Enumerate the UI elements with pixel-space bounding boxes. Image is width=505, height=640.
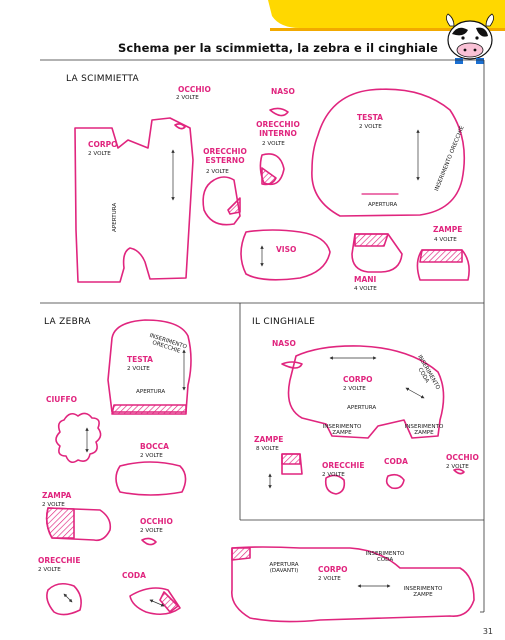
zebra-occhio-label: OCCHIO [140, 517, 173, 526]
zebra-bocca-label: BOCCA [140, 442, 169, 451]
cinghiale-orecchie-count: 2 VOLTE [322, 472, 345, 478]
zebra-zampa-label: ZAMPA [42, 491, 72, 500]
scimmietta-corpo-apertura: APERTURA [112, 202, 118, 232]
zebra-testa-apertura: APERTURA [136, 389, 166, 395]
scimmietta-orecchio-esterno-label-line2: ESTERNO [205, 156, 245, 165]
cinghiale-occhio-label: OCCHIO [446, 453, 479, 462]
scimmietta-viso-outline [240, 229, 331, 281]
cinghiale-naso-label: NASO [272, 339, 296, 348]
cinghiale-occhio-count: 2 VOLTE [446, 464, 469, 470]
page-title: Schema per la scimmietta, la zebra e il … [118, 41, 438, 55]
zebra-corpo-inserimento-coda: INSERIMENTO CODA [365, 551, 405, 564]
scimmietta-orecchio-esterno-outline [202, 176, 241, 226]
scimmietta-orecchio-interno-count: 2 VOLTE [262, 141, 285, 147]
zebra-bocca-outline [115, 461, 187, 496]
scimmietta-zampe-count: 4 VOLTE [434, 237, 457, 243]
scimmietta-testa-apertura: APERTURA [368, 202, 398, 208]
zebra-orecchie-label: ORECCHIE [38, 556, 81, 565]
cinghiale-occhio-outline [453, 468, 465, 475]
scimmietta-orecchio-esterno-count: 2 VOLTE [206, 169, 229, 175]
scimmietta-zampe-label: ZAMPE [433, 225, 463, 234]
zebra-corpo-count: 2 VOLTE [318, 576, 341, 582]
zebra-corpo-label: CORPO [318, 565, 348, 574]
scimmietta-mani-label: MANI [354, 275, 377, 284]
cinghiale-corpo-apertura: APERTURA [347, 405, 377, 411]
zebra-corpo-outline [231, 546, 475, 623]
cinghiale-orecchie-label: ORECCHIE [322, 461, 365, 470]
scimmietta-mani-outline [351, 233, 403, 273]
cinghiale-corpo-count: 2 VOLTE [343, 386, 366, 392]
zebra-testa-label: TESTA [127, 355, 153, 364]
scimmietta-orecchio-interno-label-line2: INTERNO [259, 129, 297, 138]
cinghiale-corpo-inserimento-zampe-2: INSERIMENTO ZAMPE [404, 424, 444, 437]
cinghiale-zampe-count: 8 VOLTE [256, 446, 279, 452]
scimmietta-occhio-outline [174, 123, 186, 130]
scimmietta-naso-outline [269, 107, 289, 117]
zebra-orecchie-count: 2 VOLTE [38, 567, 61, 573]
cinghiale-naso-outline [281, 361, 303, 369]
zebra-coda-label: CODA [122, 571, 146, 580]
zebra-corpo-apertura: APERTURA (DAVANTI) [269, 562, 299, 575]
scimmietta-orecchio-interno-label-line1: ORECCHIO [256, 120, 300, 129]
cinghiale-orecchie-outline [324, 474, 346, 495]
section-dividers [40, 59, 485, 613]
scimmietta-naso-label: NASO [271, 87, 295, 96]
scimmietta-occhio-label: OCCHIO [178, 85, 211, 94]
cinghiale-corpo-label: CORPO [343, 375, 373, 384]
scimmietta-viso-label: VISO [276, 245, 297, 254]
cinghiale-corpo-outline [287, 345, 445, 439]
cinghiale-zampe-label: ZAMPE [254, 435, 284, 444]
zebra-orecchie-outline [46, 582, 82, 616]
scimmietta-testa-outline [311, 88, 466, 217]
section-label-scimmietta: LA SCIMMIETTA [66, 74, 139, 84]
header-banner [268, 0, 505, 31]
zebra-zampa-count: 2 VOLTE [42, 502, 65, 508]
scimmietta-testa-label: TESTA [357, 113, 383, 122]
scimmietta-mani-count: 4 VOLTE [354, 286, 377, 292]
cinghiale-corpo-inserimento-zampe-1: INSERIMENTO ZAMPE [322, 424, 362, 437]
cinghiale-coda-outline [385, 473, 405, 490]
zebra-occhio-outline [141, 537, 157, 546]
zebra-bocca-count: 2 VOLTE [140, 453, 163, 459]
page-number: 31 [482, 627, 493, 636]
scimmietta-orecchio-esterno-label-line1: ORECCHIO [203, 147, 247, 156]
grain-arrows [63, 129, 425, 607]
zebra-ciuffo-outline [55, 412, 102, 464]
scimmietta-corpo-outline [74, 117, 194, 283]
zebra-testa-outline [107, 319, 192, 413]
scimmietta-zampe-outline [416, 249, 470, 281]
scimmietta-corpo-count: 2 VOLTE [88, 151, 111, 157]
cow-mascot-icon [446, 13, 494, 64]
zebra-coda-outline [129, 587, 181, 616]
zebra-occhio-count: 2 VOLTE [140, 528, 163, 534]
section-label-cinghiale: IL CINGHIALE [252, 317, 316, 327]
scimmietta-testa-count: 2 VOLTE [359, 124, 382, 130]
scimmietta-occhio-count: 2 VOLTE [176, 95, 199, 101]
zebra-testa-count: 2 VOLTE [127, 366, 150, 372]
zebra-corpo-inserimento-zampe: INSERIMENTO ZAMPE [403, 586, 443, 599]
section-label-zebra: LA ZEBRA [44, 317, 91, 327]
scimmietta-orecchio-interno-outline [259, 153, 285, 186]
cinghiale-coda-label: CODA [384, 457, 408, 466]
zebra-ciuffo-label: CIUFFO [46, 395, 78, 404]
scimmietta-corpo-label: CORPO [88, 140, 118, 149]
